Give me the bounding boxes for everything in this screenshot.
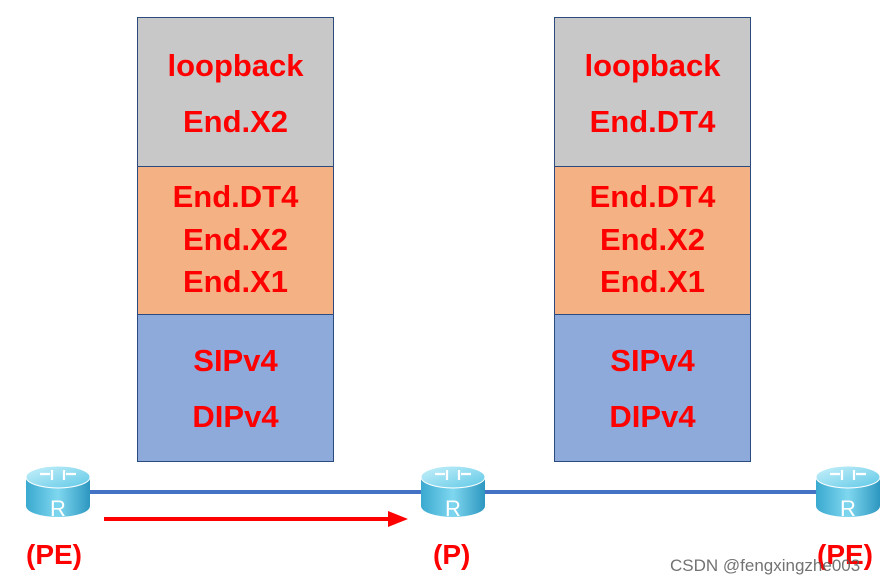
- router-letter: R: [445, 496, 461, 521]
- packet-stack-left: loopback End.X2 End.DT4 End.X2 End.X1 SI…: [137, 17, 334, 462]
- stack-left-dip: DIPv4: [192, 399, 279, 435]
- router-icon-p: R: [420, 465, 486, 521]
- stack-right-srh-section: End.DT4 End.X2 End.X1: [555, 167, 750, 315]
- stack-right-srh-sid-3: End.X1: [599, 264, 706, 300]
- stack-left-top-section: loopback End.X2: [138, 18, 333, 167]
- stack-right-srh-sid-1: End.DT4: [589, 178, 716, 214]
- stack-right-sip: SIPv4: [610, 342, 695, 378]
- router-letter: R: [840, 496, 856, 521]
- stack-left-sip: SIPv4: [193, 342, 278, 378]
- packet-stack-right: loopback End.DT4 End.DT4 End.X2 End.X1 S…: [554, 17, 751, 462]
- stack-left-srh-sid-1: End.DT4: [172, 178, 299, 214]
- router-icon-pe-left: R: [25, 465, 91, 521]
- node-label-pe-right: (PE): [817, 539, 873, 570]
- forwarding-arrow: [104, 511, 408, 527]
- stack-right-dip: DIPv4: [609, 399, 696, 435]
- stack-left-srh-section: End.DT4 End.X2 End.X1: [138, 167, 333, 315]
- stack-left-top-line-1: loopback: [167, 48, 304, 84]
- stack-right-top-line-2: End.DT4: [589, 103, 716, 139]
- stack-right-srh-sid-2: End.X2: [599, 221, 706, 257]
- router-icon-pe-right: R: [815, 465, 881, 521]
- stack-left-top-line-2: End.X2: [182, 103, 289, 139]
- stack-left-srh-sid-2: End.X2: [182, 221, 289, 257]
- stack-right-top-section: loopback End.DT4: [555, 18, 750, 167]
- node-label-pe-left: (PE): [26, 539, 82, 570]
- router-letter: R: [50, 496, 66, 521]
- node-label-p: (P): [433, 539, 471, 570]
- stack-right-ipv4-section: SIPv4 DIPv4: [555, 315, 750, 461]
- watermark-text: CSDN @fengxingzhe003: [670, 556, 861, 575]
- stack-left-srh-sid-3: End.X1: [182, 264, 289, 300]
- stack-left-ipv4-section: SIPv4 DIPv4: [138, 315, 333, 461]
- stack-right-top-line-1: loopback: [584, 48, 721, 84]
